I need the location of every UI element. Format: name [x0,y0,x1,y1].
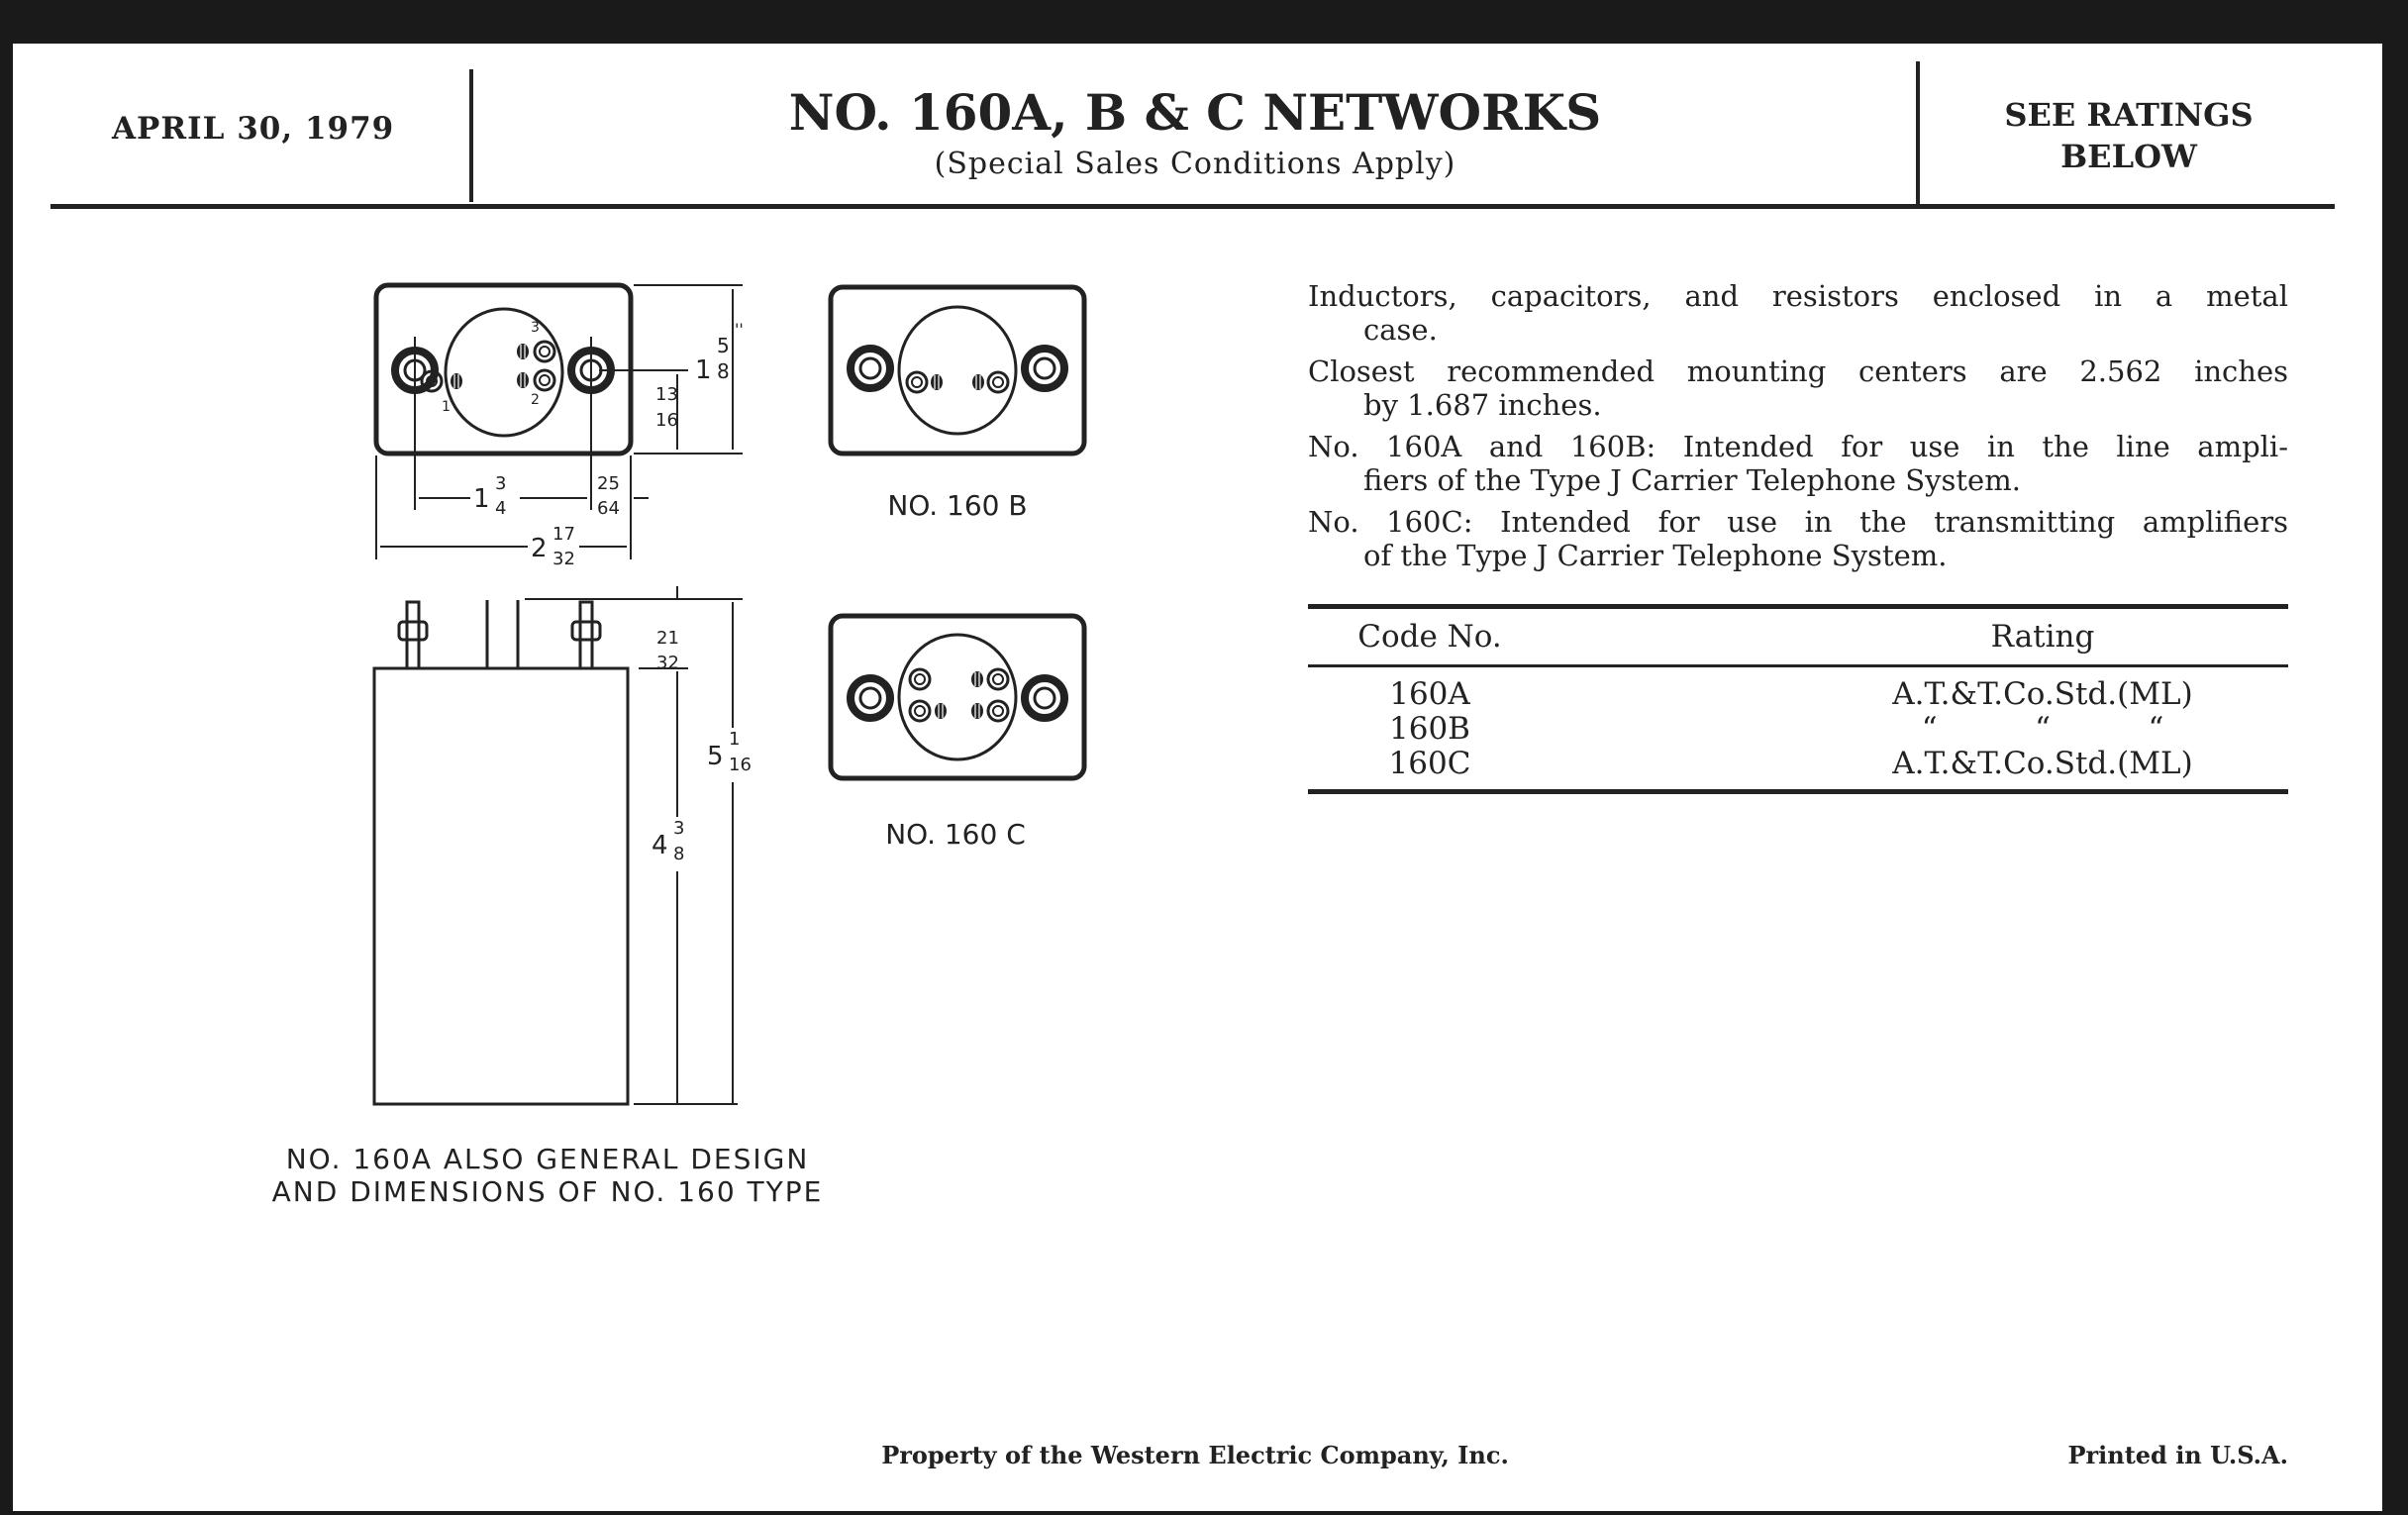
dim-label: 3 [673,818,684,839]
drawing-160a-side-view: 21 32 5 1 16 4 3 8 [372,586,752,1106]
rating-note-line2: BELOW [2060,138,2197,175]
description-paragraph: No. 160A and 160B: Intended for use in t… [1308,430,2288,497]
drawing-160a-top-view: 1 2 3 1 5 8 '' 13 16 1 3 4 25 64 2 17 32 [373,282,744,569]
description-line: Inductors, capacitors, and resistors enc… [1308,279,2288,313]
table-bottom-rule [1308,789,2288,794]
datasheet-page [13,44,2382,1511]
description-line: of the Type J Carrier Telephone System. [1363,539,1948,572]
description-line: case. [1363,313,1438,347]
table-cell-code: 160C [1388,746,1471,781]
dim-label: 5 [707,742,724,771]
dim-label: 25 [597,473,620,494]
dim-label: 32 [656,653,679,673]
table-cell-rating: “ “ “ [1921,711,2164,747]
header-divider-left [469,69,473,202]
caption-line1: NO. 160A ALSO GENERAL DESIGN [285,1143,810,1175]
drawing-caption: NO. 160A ALSO GENERAL DESIGN AND DIMENSI… [201,1143,894,1208]
footer-printed: Printed in U.S.A. [2067,1441,2288,1469]
column-header-rating: Rating [1990,619,2095,655]
dim-label: 1 [695,355,712,385]
rating-note: SEE RATINGS BELOW [1941,94,2317,177]
dim-label: 1 [473,484,490,514]
header-divider-right [1916,61,1920,206]
description-paragraph: No. 160C: Intended for use in the transm… [1308,505,2288,572]
dim-label: 16 [729,755,752,775]
dim-label: 64 [597,498,620,519]
description-line: No. 160C: Intended for use in the transm… [1308,505,2288,539]
dim-label: 17 [552,524,575,545]
dim-label: 8 [717,359,730,383]
terminal-label: 1 [442,399,451,415]
description-paragraph: Inductors, capacitors, and resistors enc… [1308,279,2288,347]
table-cell-code: 160A [1389,676,1470,712]
label-160c: NO. 160 C [885,818,1026,851]
table-cell-rating: A.T.&T.Co.Std.(ML) [1892,746,2193,781]
dim-label: 32 [552,549,575,569]
label-160b: NO. 160 B [887,489,1027,522]
dim-label: 5 [717,334,730,357]
issue-date: APRIL 30, 1979 [112,111,395,147]
table-cell-code: 160B [1389,711,1470,747]
header-rule [50,204,2335,209]
dim-label: 21 [656,628,679,649]
dim-label: 13 [655,384,678,405]
dim-label: 8 [673,844,684,864]
page-title: NO. 160A, B & C NETWORKS [788,83,1602,142]
dim-label: 2 [531,534,548,563]
description-line: by 1.687 inches. [1363,388,1602,422]
table-cell-rating: A.T.&T.Co.Std.(ML) [1892,676,2193,712]
table-top-rule [1308,604,2288,609]
description-paragraph: Closest recommended mounting centers are… [1308,354,2288,422]
caption-line2: AND DIMENSIONS OF NO. 160 TYPE [271,1175,824,1208]
column-header-code: Code No. [1357,619,1502,655]
description-line: fiers of the Type J Carrier Telephone Sy… [1363,463,2021,497]
dim-label: 1 [729,729,740,750]
dim-label: 4 [495,498,506,519]
drawing-160c [828,613,1087,781]
description: Inductors, capacitors, and resistors enc… [1308,279,2288,580]
table-header-rule [1308,664,2288,667]
description-line: No. 160A and 160B: Intended for use in t… [1308,430,2288,463]
terminal-label: 3 [531,320,540,336]
rating-note-line1: SEE RATINGS [2004,96,2254,134]
dim-label: 16 [655,410,678,431]
page-subtitle: (Special Sales Conditions Apply) [934,147,1456,181]
description-line: Closest recommended mounting centers are… [1308,354,2288,388]
footer-property: Property of the Western Electric Company… [881,1441,1509,1469]
terminal-label: 2 [531,392,540,408]
dim-label: 4 [652,831,668,860]
drawing-160b [828,284,1087,456]
dim-label: '' [735,320,744,339]
dim-label: 3 [495,473,506,494]
